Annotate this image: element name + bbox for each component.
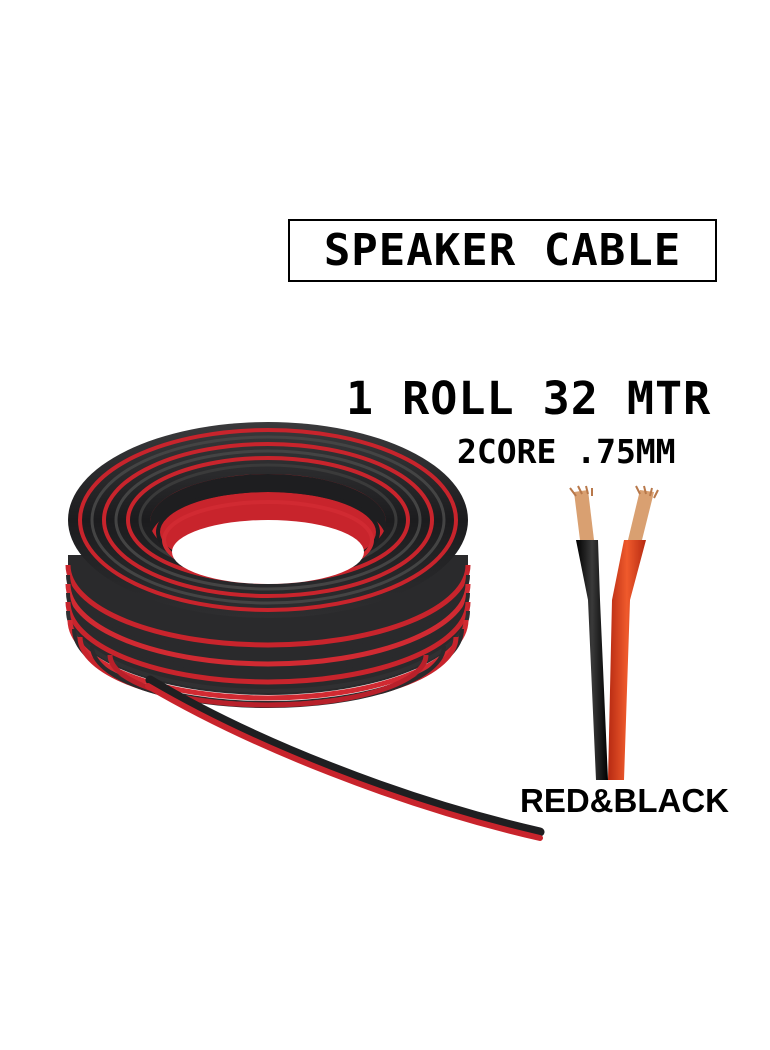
length-label: 1 ROLL 32 MTR bbox=[346, 372, 712, 425]
cable-tail bbox=[145, 675, 545, 841]
cable-coil bbox=[65, 422, 471, 708]
product-title: SPEAKER CABLE bbox=[288, 219, 717, 282]
color-label: RED&BLACK bbox=[520, 782, 729, 819]
spec-label: 2CORE .75MM bbox=[457, 432, 676, 471]
stripped-wire bbox=[569, 485, 659, 780]
